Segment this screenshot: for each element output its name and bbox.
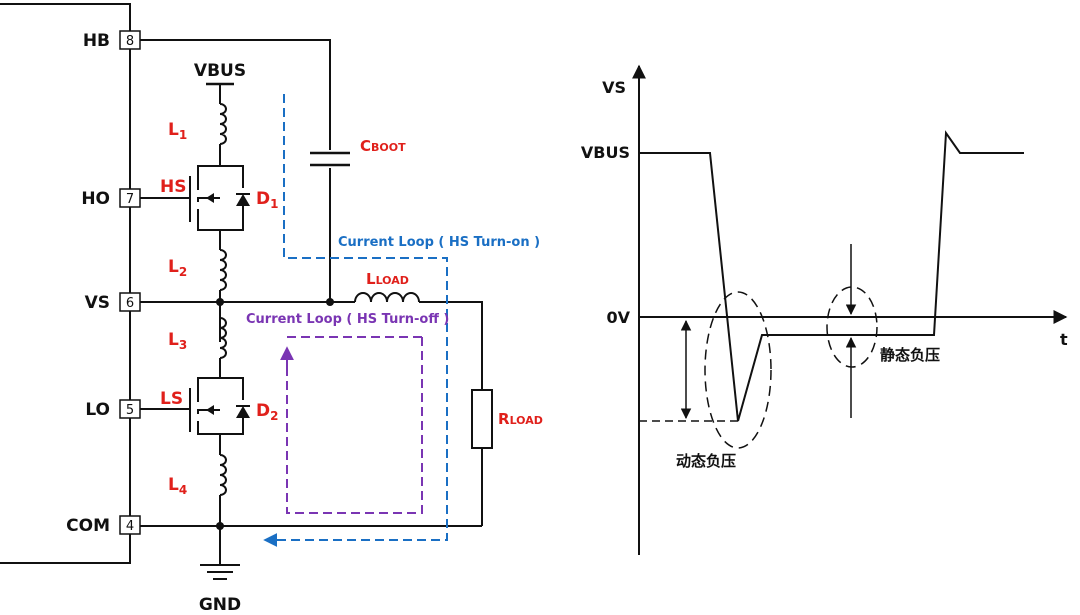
circuit-schematic: 8 HB 7 HO 6 VS 5 LO 4 COM (0, 3, 543, 615)
loop-hs-turn-off-label: Current Loop ( HS Turn-off ) (246, 312, 449, 327)
l1-label: L1 (168, 120, 187, 142)
com-node-dot (216, 522, 224, 530)
boot-node-dot (326, 298, 334, 306)
l2-label: L2 (168, 257, 187, 279)
pin-label-lo: LO (85, 400, 110, 420)
zero-level-label: 0V (606, 308, 630, 327)
driver-ic-outline (0, 3, 131, 564)
pin-lo: 5 LO (85, 399, 141, 420)
vbus-label: VBUS (194, 61, 246, 81)
low-side-mosfet: LS D2 (140, 377, 278, 455)
d1-label: D1 (256, 189, 278, 211)
load-inductor (354, 292, 420, 303)
vs-trace-line (639, 130, 1024, 422)
loop-hs-turn-off (286, 337, 423, 514)
load-inductor-label: LLOAD (366, 270, 409, 288)
l4-label: L4 (168, 475, 187, 497)
x-axis-label: t (1060, 330, 1068, 349)
pin-label-hb: HB (83, 31, 110, 51)
inductor-l3 (219, 317, 227, 359)
svg-text:6: 6 (126, 296, 134, 311)
svg-text:7: 7 (126, 192, 134, 207)
d2-label: D2 (256, 401, 278, 423)
dynamic-negative-label: 动态负压 (676, 452, 736, 470)
pin-label-vs: VS (85, 293, 110, 313)
load-resistor-label: RLOAD (498, 410, 543, 428)
hs-label: HS (160, 177, 186, 197)
pin-vs: 6 VS (85, 292, 141, 313)
ground-symbol (200, 564, 240, 580)
pin-label-com: COM (66, 516, 110, 536)
loop-hs-turn-on (263, 94, 448, 547)
svg-text:4: 4 (126, 519, 134, 534)
ls-label: LS (160, 389, 183, 409)
vbus-level-label: VBUS (581, 143, 630, 162)
static-negative-label: 静态负压 (880, 346, 940, 364)
vs-waveform: VS t VBUS 0V 动态负压 静态负压 (581, 64, 1068, 555)
boot-capacitor: CBOOT (310, 137, 406, 302)
inductor-l2 (219, 249, 227, 291)
svg-text:8: 8 (126, 34, 134, 49)
dynamic-negative-ellipse (704, 291, 772, 449)
svg-text:5: 5 (126, 403, 134, 418)
l3-label: L3 (168, 330, 187, 352)
high-side-mosfet: HS D1 (140, 165, 278, 250)
y-axis-label: VS (602, 78, 626, 97)
pin-ho: 7 HO (81, 188, 141, 209)
boot-cap-label: CBOOT (360, 137, 406, 155)
gnd-label: GND (199, 595, 241, 615)
inductor-l1 (219, 103, 227, 145)
static-negative-ellipse (826, 286, 878, 368)
load-resistor (471, 389, 493, 449)
pin-label-ho: HO (81, 189, 110, 209)
hb-trace (140, 39, 331, 150)
pin-com: 4 COM (66, 515, 141, 536)
inductor-l4 (219, 454, 227, 496)
vs-node-dot (216, 298, 224, 306)
pin-hb: 8 HB (83, 30, 141, 51)
loop-hs-turn-on-label: Current Loop ( HS Turn-on ) (338, 235, 540, 250)
